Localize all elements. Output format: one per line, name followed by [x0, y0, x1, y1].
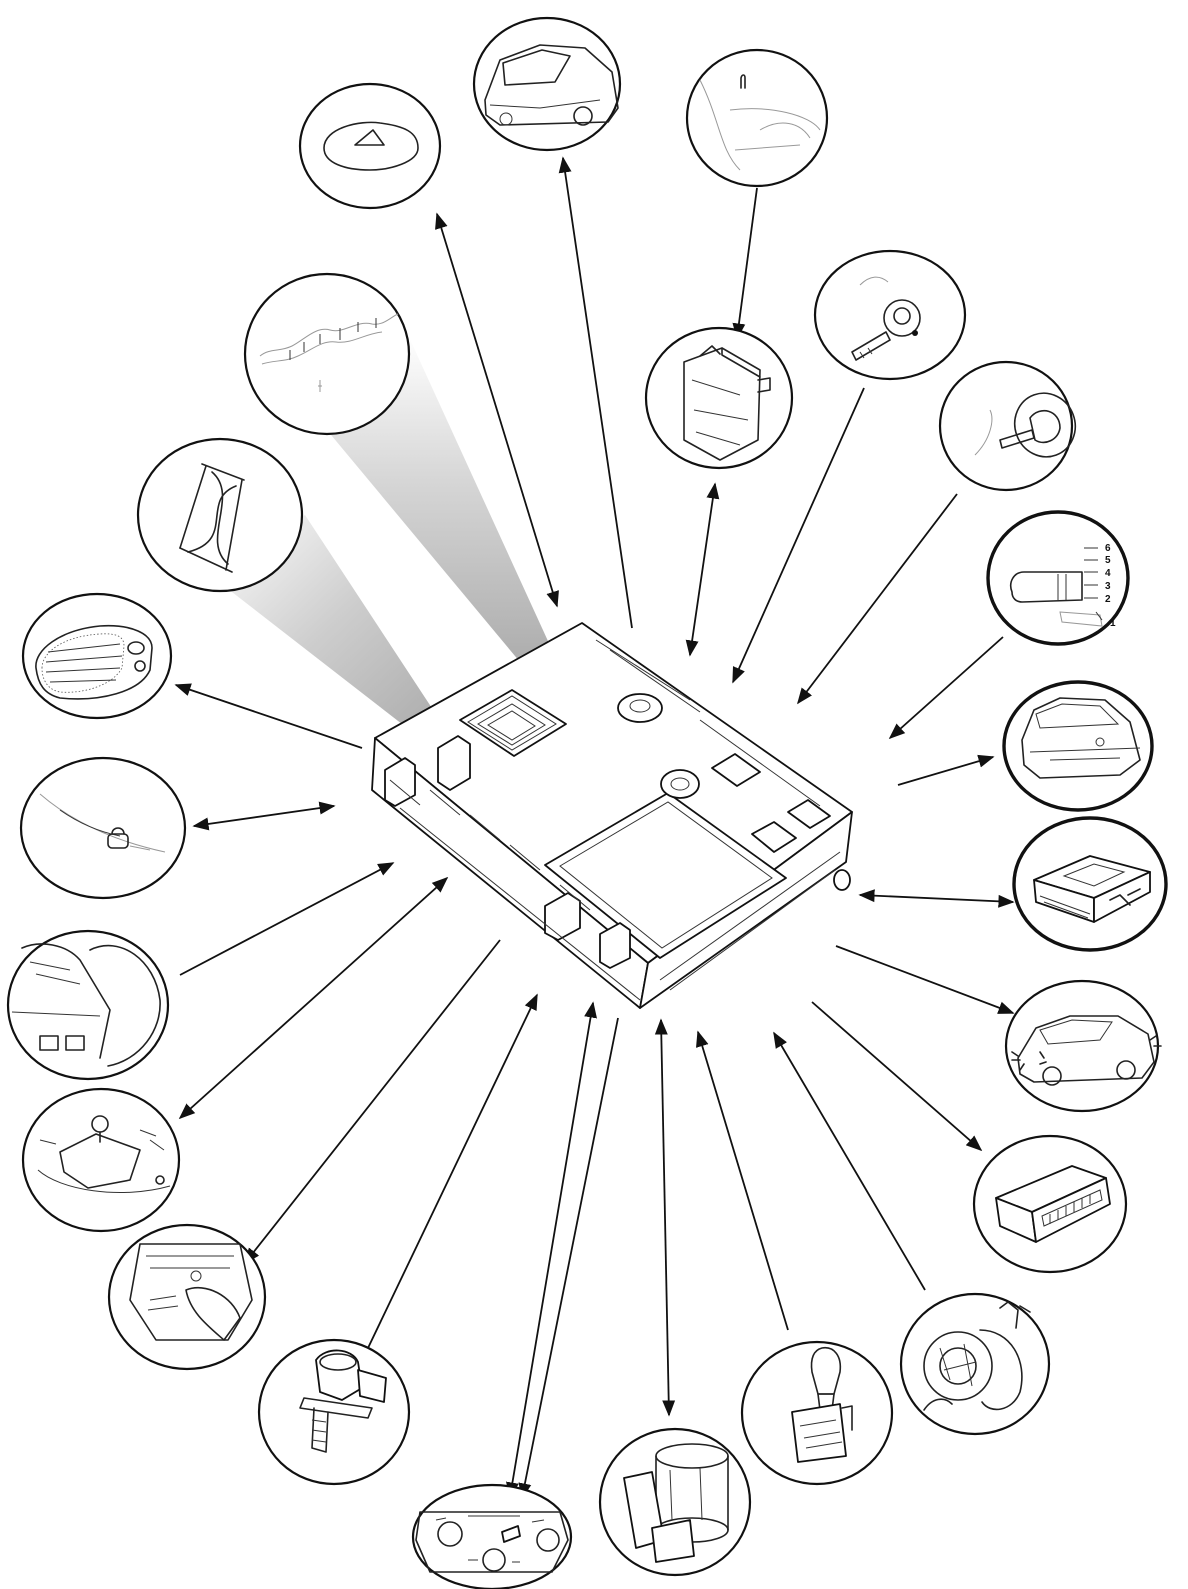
connector-engine-ecu	[858, 889, 1015, 908]
bubble-heater-control-panel[interactable]	[411, 1483, 573, 1589]
courtesy-lamp-icon	[35, 624, 153, 700]
bubble-remote-key-transponder[interactable]	[938, 360, 1084, 492]
seat-icon	[11, 943, 161, 1067]
stalk-switch-icon	[1009, 547, 1103, 627]
fuel-sender-icon	[623, 1443, 729, 1563]
remote-key-icon	[974, 392, 1077, 458]
car-rear-screen-icon	[484, 44, 619, 126]
headlamp-icon	[129, 1243, 253, 1341]
brake-master-icon	[37, 1115, 171, 1194]
connector-rear-screen	[558, 156, 633, 629]
stalk-position-2: 2	[1105, 594, 1111, 605]
connector-courtesy-lamp	[174, 683, 363, 749]
diagnostic-connector-icon	[995, 1165, 1111, 1243]
bubble-door-lock-motor[interactable]	[685, 48, 829, 188]
gear-lever-icon	[791, 1347, 853, 1463]
connector-heater-b	[518, 1017, 619, 1500]
stalk-position-6: 6	[1105, 543, 1111, 554]
ecu-icon	[1033, 855, 1151, 923]
bubble-timer[interactable]	[136, 437, 304, 593]
stalk-position-3: 3	[1105, 581, 1111, 592]
connector-gear-lever	[696, 1030, 789, 1331]
connector-instrument-panel	[685, 482, 720, 657]
bubble-audible-warning[interactable]	[243, 272, 411, 436]
hourglass-icon	[179, 463, 245, 573]
connector-brake-fluid	[178, 876, 449, 1120]
bubble-boot-lock[interactable]	[19, 756, 187, 900]
bubble-rear-screen-heating[interactable]	[472, 16, 622, 152]
bubble-alternator[interactable]	[899, 1292, 1051, 1436]
alternator-icon	[923, 1301, 1031, 1411]
bubble-gear-lever[interactable]	[740, 1340, 894, 1486]
bubble-brake-fluid-level[interactable]	[21, 1087, 181, 1233]
stalk-position-1: 1	[1110, 618, 1116, 629]
bubble-diagnostic-socket[interactable]	[972, 1134, 1128, 1274]
buzzer-icon	[259, 313, 399, 392]
key-icon	[851, 276, 921, 361]
bubble-instrument-panel-unit[interactable]	[644, 326, 794, 470]
bubble-fuel-pump-gauge[interactable]	[598, 1427, 752, 1577]
hazard-warning-icon	[323, 121, 419, 171]
bubble-interior-lighting[interactable]	[1002, 680, 1154, 812]
connector-diagnostic	[811, 1001, 983, 1152]
bubble-exterior-lights[interactable]	[1004, 979, 1162, 1113]
stalk-position-4: 4	[1105, 568, 1111, 579]
connector-fuel-pump	[654, 1018, 676, 1417]
speed-sensor-icon	[299, 1349, 387, 1453]
car-lights-icon	[1011, 1015, 1162, 1086]
connector-seat-belt	[179, 862, 395, 976]
bubble-engine-ecu[interactable]	[1012, 816, 1168, 952]
connector-door-lock	[732, 187, 758, 340]
tailgate-lock-icon	[39, 793, 166, 853]
connector-ignition-key	[732, 387, 865, 684]
connector-wiper-stalk	[888, 636, 1004, 740]
connector-remote-key	[797, 493, 958, 705]
heater-controls-icon	[415, 1511, 569, 1573]
bubble-seat-belt-warning[interactable]	[6, 929, 170, 1081]
connector-speed-sensor	[367, 993, 538, 1349]
bubble-hazard-warning-switch[interactable]	[298, 82, 442, 210]
connector-headlamp	[243, 939, 501, 1265]
bubble-courtesy-lamp[interactable]	[21, 592, 173, 720]
connector-exterior-lights	[835, 945, 1015, 1014]
door-lock-icon	[699, 74, 821, 171]
connector-alternator	[773, 1031, 926, 1291]
control-unit-icon	[683, 345, 771, 461]
bsi-module-icon	[371, 622, 853, 1009]
connector-hazard-warning	[435, 212, 559, 608]
car-interior-icon	[1021, 697, 1141, 779]
bubble-vehicle-speed-sensor[interactable]	[257, 1338, 411, 1486]
bubble-ignition-key[interactable]	[813, 249, 967, 381]
connector-interior-lighting	[897, 754, 995, 786]
connector-heater-a	[506, 1001, 597, 1499]
connector-boot-lock	[192, 801, 336, 831]
bubble-wiper-stalk-switch[interactable]: 6 5 4 3 2 1	[986, 510, 1130, 646]
stalk-position-5: 5	[1105, 555, 1111, 566]
bubble-headlamp[interactable]	[107, 1223, 267, 1371]
connectors	[174, 156, 1015, 1500]
